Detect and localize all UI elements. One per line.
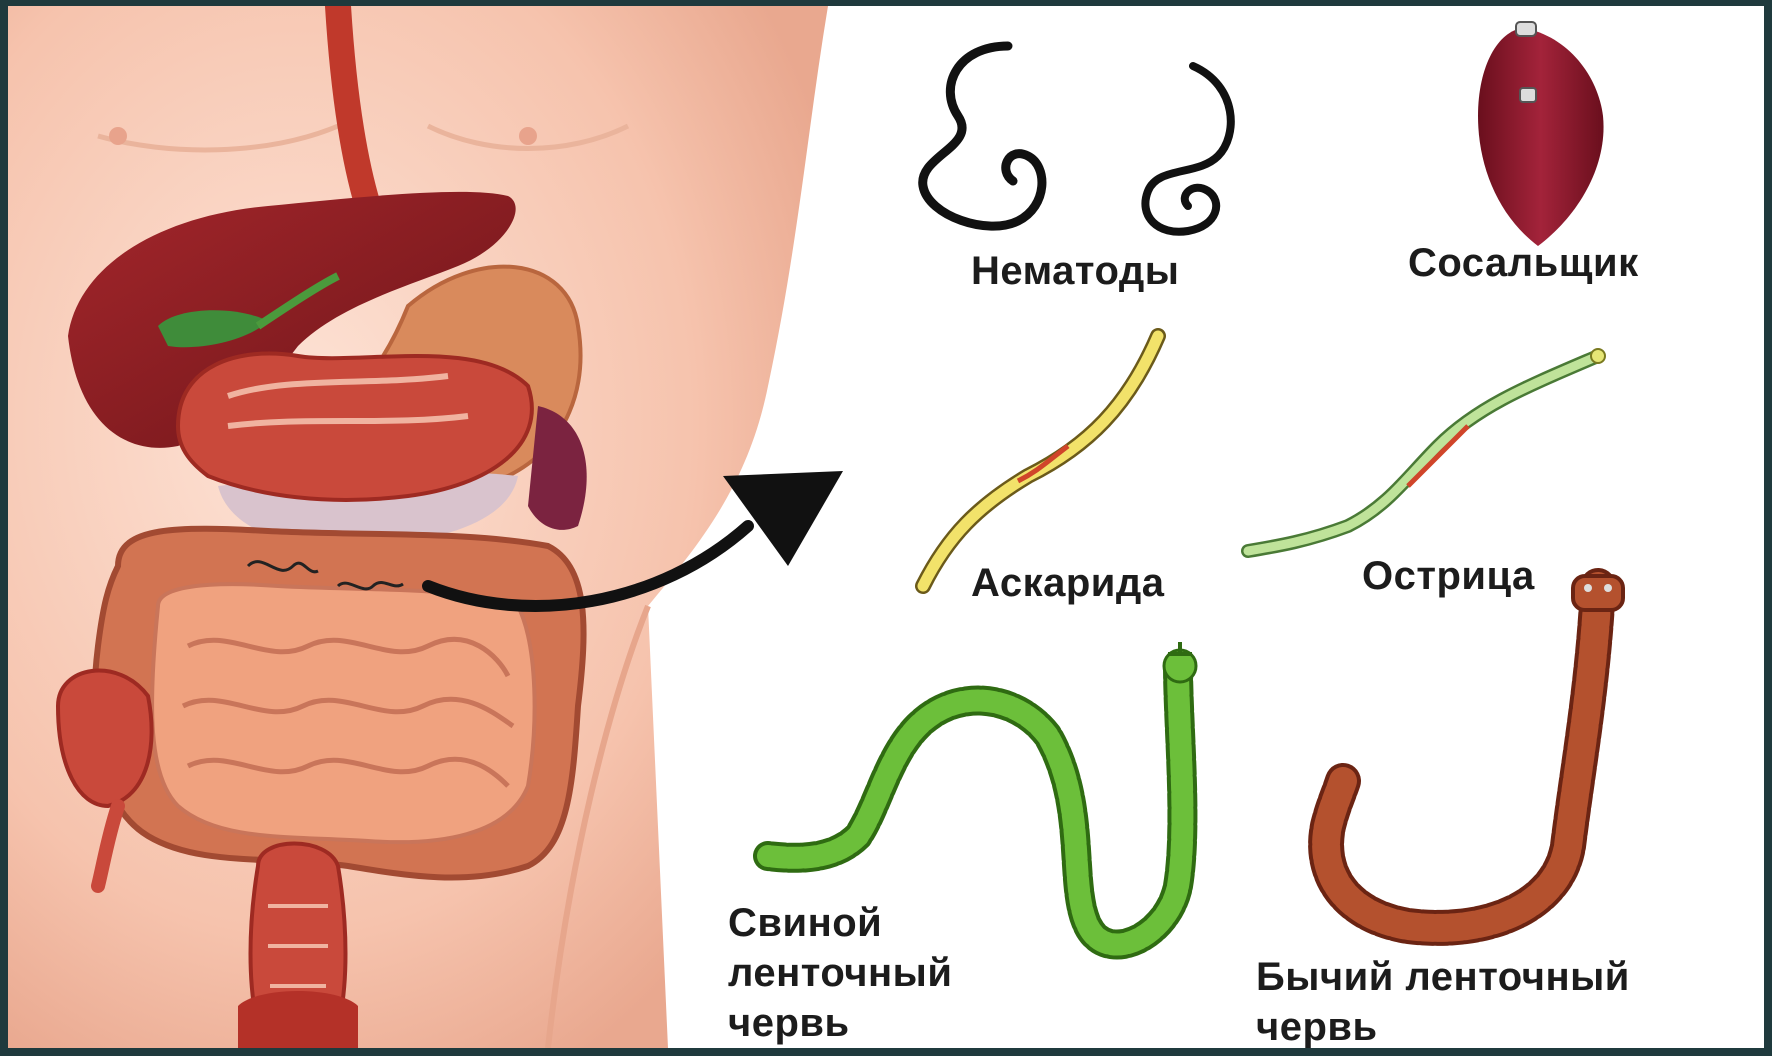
nematode-icon xyxy=(923,46,1231,232)
ascarid-icon xyxy=(923,336,1158,586)
label-beef-tapeworm: Бычий ленточный червь xyxy=(1256,952,1630,1048)
label-ascarid: Аскарида xyxy=(971,558,1165,608)
label-pinworm: Острица xyxy=(1362,551,1535,601)
label-beef-line1: Бычий ленточный xyxy=(1256,952,1630,1002)
illustration-canvas xyxy=(8,6,1764,1048)
label-fluke: Сосальщик xyxy=(1408,238,1639,288)
beef-tapeworm-icon xyxy=(1326,576,1623,928)
image-frame: Нематоды Сосальщик Аскарида Острица Свин… xyxy=(8,6,1764,1048)
label-pork-tapeworm: Свиной ленточный червь xyxy=(728,898,952,1048)
label-pork-line1: Свиной xyxy=(728,898,952,948)
fluke-icon xyxy=(1478,22,1604,246)
label-beef-line2: червь xyxy=(1256,1002,1630,1048)
pinworm-icon xyxy=(1248,349,1605,551)
label-pork-line2: ленточный xyxy=(728,948,952,998)
label-pork-line3: червь xyxy=(728,998,952,1048)
label-nematodes: Нематоды xyxy=(971,246,1179,296)
